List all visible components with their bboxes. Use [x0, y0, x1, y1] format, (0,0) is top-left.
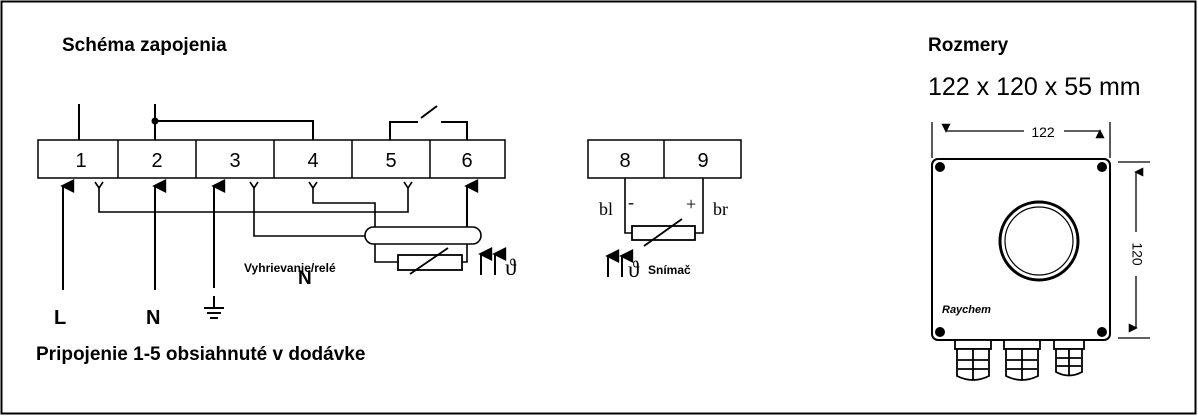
terminal-6-label: 6 [461, 150, 472, 172]
terminal-3-label: 3 [229, 150, 240, 172]
heater-temperature-arrows-icon [478, 247, 507, 275]
cable-glands [954, 339, 1085, 381]
terminal-2-label: 2 [151, 150, 162, 172]
lower-wiring [94, 181, 468, 263]
earth-ground-icon [204, 296, 224, 319]
heater-theta-icon: ϑ [505, 255, 517, 280]
brand-logo: Raychem [942, 304, 991, 316]
sensor-plus-label: + [686, 194, 696, 214]
control-knob [998, 200, 1080, 282]
corner-screws [935, 162, 1107, 337]
heating-element-icon [397, 247, 463, 275]
sensor-wire-right-label: br [713, 199, 728, 219]
sensor-element-icon [631, 218, 696, 247]
neutral-label: N [146, 307, 160, 329]
sensor-minus-label: - [628, 192, 634, 212]
terminal-8-label: 8 [619, 150, 630, 172]
line-label: L [54, 307, 66, 329]
supply-arrows [60, 179, 479, 290]
dimensions-title: Rozmery [928, 35, 1009, 56]
sensor-terminal-block [587, 139, 742, 179]
sensor-wiring [624, 178, 704, 234]
upper-wiring [78, 104, 468, 140]
cable-sheath [364, 226, 482, 245]
heating-label: Vyhrievanie/relé [244, 261, 336, 275]
sensor-wire-left-label: bl [599, 199, 613, 219]
schema-title: Schéma zapojenia [62, 35, 227, 56]
height-dimension-label: 120 [1129, 242, 1145, 266]
terminal-4-label: 4 [307, 150, 318, 172]
junction-dot [151, 117, 159, 125]
sensor-label: Snímač [648, 263, 691, 277]
width-dimension [931, 122, 1111, 158]
footnote: Pripojenie 1-5 obsiahnuté v dodávke [36, 344, 365, 365]
terminal-1-label: 1 [75, 150, 86, 172]
height-dimension [1118, 161, 1150, 339]
terminal-5-label: 5 [385, 150, 396, 172]
neutral-marker: N [298, 268, 312, 289]
terminal-9-label: 9 [697, 150, 708, 172]
dimensions-size-text: 122 x 120 x 55 mm [928, 73, 1141, 101]
sensor-temperature-arrows-icon [605, 249, 634, 277]
main-terminal-block [37, 139, 506, 179]
sensor-theta-icon: ϑ [628, 257, 640, 282]
width-dimension-label: 122 [1031, 124, 1055, 140]
